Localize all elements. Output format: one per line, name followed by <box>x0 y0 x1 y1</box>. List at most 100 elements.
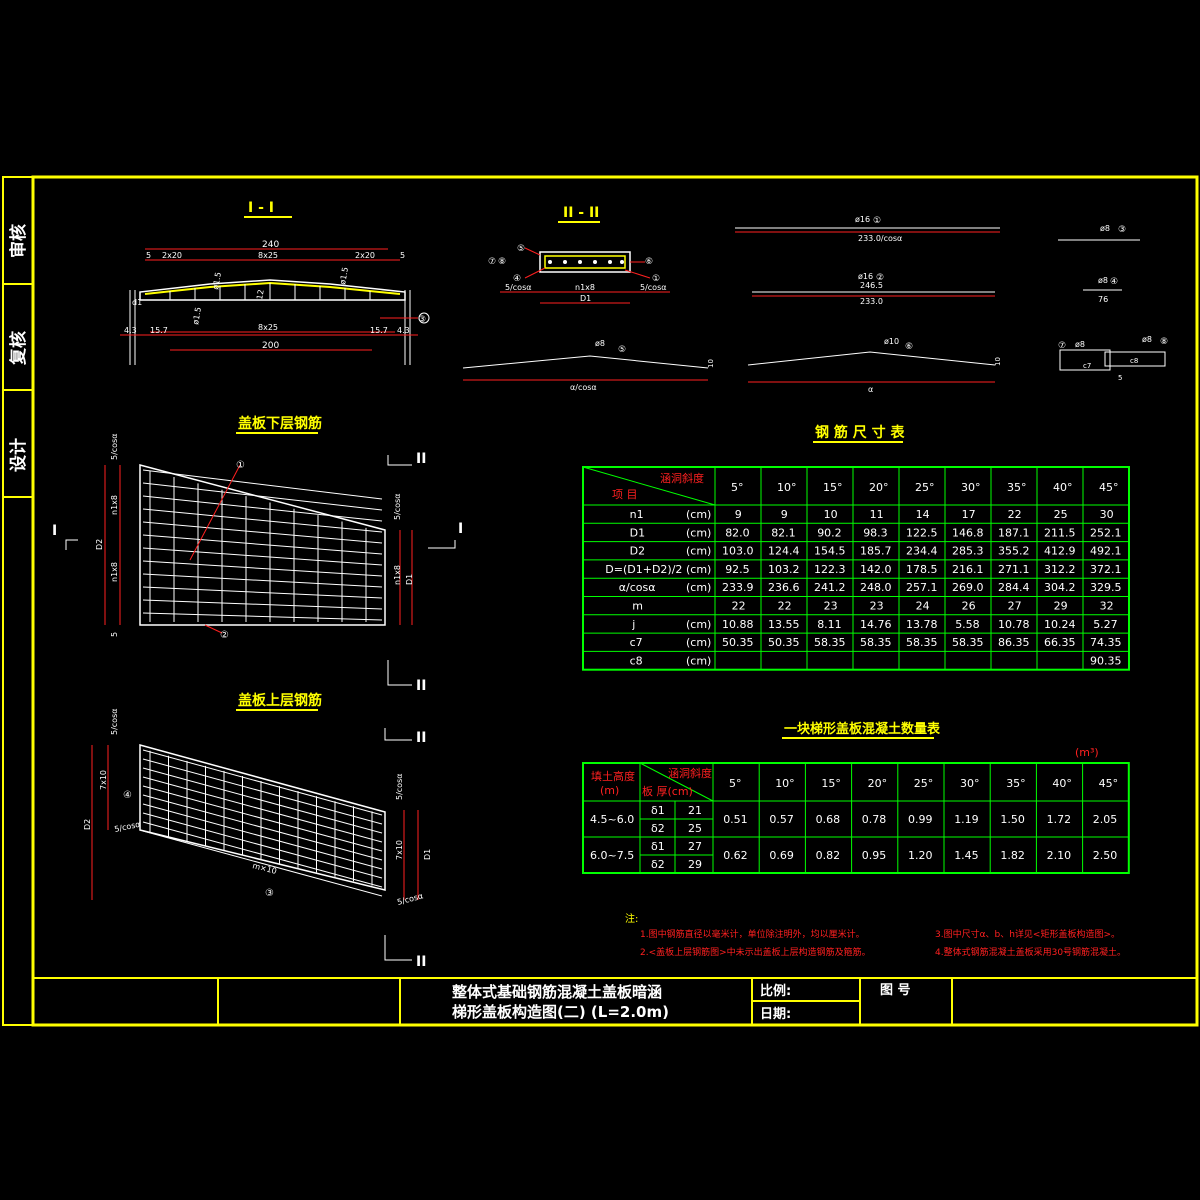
t2-delta: δ2 <box>651 858 665 871</box>
t1-corner-bottom: 项 目 <box>612 488 638 501</box>
section-I-marker: ③ <box>418 315 426 325</box>
upper-7x10-b: 7x10 <box>395 840 404 860</box>
dim-left-dim: 15.7 <box>150 326 168 335</box>
t1-cell: 257.1 <box>906 581 938 594</box>
t1-angle: 5° <box>731 481 744 494</box>
t2-thick: 29 <box>688 858 702 871</box>
t2-cell: 2.10 <box>1047 849 1072 862</box>
t1-row-name: j <box>631 618 635 631</box>
t1-cell: 154.5 <box>814 545 846 558</box>
sec2-mark-8: ⑧ <box>498 257 506 267</box>
t1-cell: 142.0 <box>860 563 892 576</box>
t1-cell: 372.1 <box>1090 563 1122 576</box>
lower-long-bar <box>142 508 383 533</box>
t1-cell: 14 <box>916 508 930 521</box>
lower-n1x8-a: n1x8 <box>110 495 119 515</box>
t1-cell: 122.5 <box>906 526 938 539</box>
lower-long-bar <box>142 599 383 610</box>
lbl-ø4: ø1.5 <box>338 266 350 285</box>
t1-cell: 236.6 <box>768 581 800 594</box>
upper-cos-top: 5/cosα <box>110 708 119 735</box>
lower-long-bar <box>142 560 383 577</box>
t1-cell: 103.2 <box>768 563 800 576</box>
t2-angle: 25° <box>914 777 934 790</box>
t2-delta: δ1 <box>651 840 665 853</box>
bar3-dia: ø8 <box>1100 224 1110 233</box>
lbl-ø1: ø1.5 <box>191 306 203 325</box>
t2-corner-top: 涵洞斜度 <box>668 766 712 780</box>
lbl-ø3: ø1.5 <box>211 271 223 290</box>
t1-row-name: D2 <box>630 545 645 558</box>
dim-right-small: 5 <box>400 251 405 260</box>
upper-long-bar <box>142 803 383 870</box>
title-line-2: 梯形盖板构造图(二) (L=2.0m) <box>452 1003 669 1021</box>
dim-top-total: 240 <box>262 240 279 250</box>
side-label-design: 设计 <box>8 438 29 472</box>
t1-cell: 58.35 <box>814 636 846 649</box>
t2-thick: 27 <box>688 840 702 853</box>
section-I-I: I - I 240 5 2x20 8x25 2x20 5 d1 ø1.5 ø1.… <box>120 200 430 365</box>
t1-cell: 82.1 <box>771 526 796 539</box>
dim-left-off: 4.3 <box>124 326 137 335</box>
t1-cell: 10.88 <box>722 618 754 631</box>
t1-row-name: D=(D1+D2)/2 <box>605 563 682 576</box>
t1-cell: 29 <box>1054 600 1068 613</box>
t2-angle: 5° <box>729 777 742 790</box>
upper-reinforcement-view: 盖板上层钢筋 ④ ③ D2 7x10 5/cosα 5/cosα m×10 7x… <box>83 692 432 970</box>
t1-cell: 9 <box>735 508 742 521</box>
t1-cell: 9 <box>781 508 788 521</box>
t2-cell: 0.62 <box>723 849 748 862</box>
t1-cell: 271.1 <box>998 563 1030 576</box>
t1-cell: 269.0 <box>952 581 984 594</box>
t1-cell: 412.9 <box>1044 545 1076 558</box>
t1-cell: 233.9 <box>722 581 754 594</box>
bar3-mark: ③ <box>1118 225 1126 235</box>
t1-cell: 23 <box>870 600 884 613</box>
lower-sec-bottom: II <box>416 678 426 694</box>
lower-long-bar <box>142 495 383 522</box>
bar7-mark: ⑦ <box>1058 341 1066 351</box>
title-block: 整体式基础钢筋混凝土盖板暗涵 梯形盖板构造图(二) (L=2.0m) 比例: 日… <box>33 977 1197 1025</box>
t1-cell: 58.35 <box>906 636 938 649</box>
notes-head: 注: <box>625 912 638 925</box>
upper-long-bar <box>142 758 383 825</box>
dim-h-left: d1 <box>132 298 142 307</box>
t1-cell: 66.35 <box>1044 636 1076 649</box>
upper-long-bar <box>142 776 383 843</box>
bar6-dia: ø10 <box>884 337 899 346</box>
t2-cell: 1.50 <box>1000 813 1025 826</box>
lbl-12: 12 <box>255 289 266 301</box>
t1-cell: 27 <box>1008 600 1022 613</box>
lower-long-bar <box>142 469 383 500</box>
t2-cell: 2.50 <box>1093 849 1118 862</box>
t2-cell: 0.51 <box>723 813 748 826</box>
t2-angle: 30° <box>960 777 980 790</box>
dim-right-dim: 15.7 <box>370 326 388 335</box>
bar6-end: 10 <box>994 357 1002 366</box>
t1-cell: 124.4 <box>768 545 800 558</box>
t1-cell: 98.3 <box>863 526 888 539</box>
t1-cell: 248.0 <box>860 581 892 594</box>
t1-cell: 90.2 <box>817 526 842 539</box>
upper-long-bar <box>142 821 383 888</box>
t1-cell: 146.8 <box>952 526 984 539</box>
t2-delta: δ1 <box>651 804 665 817</box>
sec2-d1: D1 <box>580 294 591 303</box>
lower-long-bar <box>142 482 383 511</box>
bar1-len: 233.0/cosα <box>858 234 902 243</box>
t2-thick: 21 <box>688 804 702 817</box>
t1-cell: 122.3 <box>814 563 846 576</box>
lower-five: 5 <box>110 632 119 637</box>
t1-cell: 355.2 <box>998 545 1030 558</box>
bar1-mark: ① <box>873 216 881 226</box>
t1-row-name: c8 <box>630 654 643 667</box>
t2-corner-bottom: 板 厚(cm) <box>642 784 693 798</box>
sec2-left-cos: 5/cosα <box>505 283 532 292</box>
t1-row-unit: (cm) <box>686 618 711 631</box>
sec2-mark-6: ⑥ <box>645 257 653 267</box>
side-label-check: 复核 <box>8 331 29 366</box>
bar5-dia: ø8 <box>595 339 605 348</box>
sec2-bottom: n1x8 <box>575 283 595 292</box>
upper-mark3: ③ <box>265 888 274 899</box>
